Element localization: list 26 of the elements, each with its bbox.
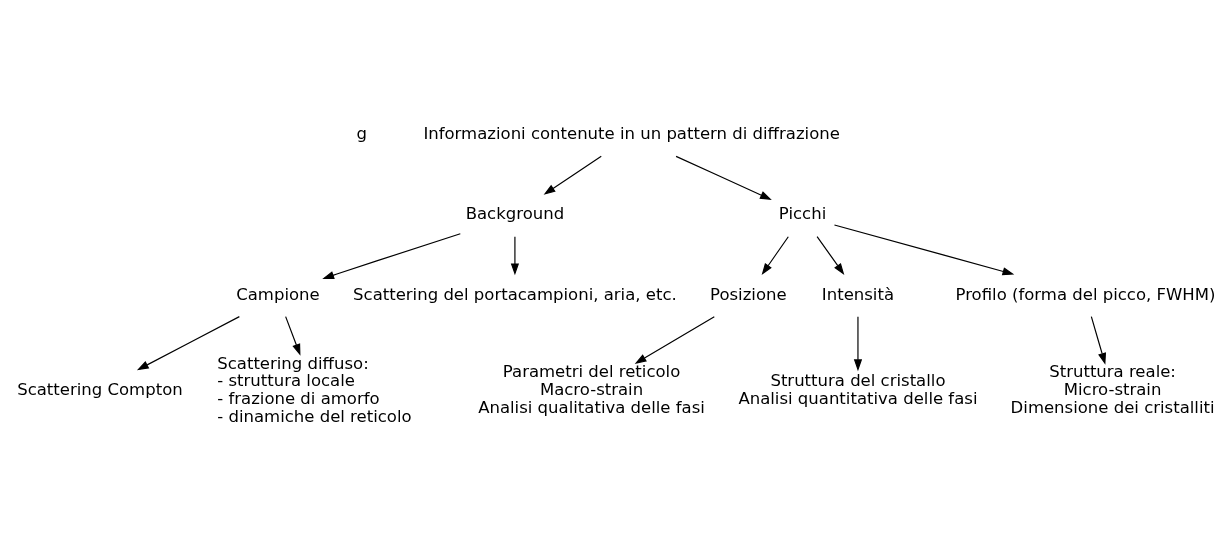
arrow <box>634 316 715 364</box>
node-text: Background <box>465 204 565 224</box>
arrow <box>675 155 772 200</box>
arrow <box>1090 316 1107 365</box>
arrow <box>136 316 240 371</box>
node-text: Campione <box>236 284 320 304</box>
node-text: Scattering diffuso: - struttura locale - frazione di amorfo - dinamiche del reticolo <box>217 353 412 426</box>
arrow <box>833 224 1015 276</box>
node-text: Informazioni contenute in un pattern di diffrazione <box>423 124 840 144</box>
arrow <box>853 316 863 372</box>
label: g <box>356 124 367 144</box>
node-text: Intensità <box>821 284 895 304</box>
arrow <box>543 155 602 195</box>
node-text: Posizione <box>710 284 787 304</box>
node-text: Scattering del portacampioni, aria, etc. <box>353 284 677 304</box>
node-text: Scattering Compton <box>17 380 183 400</box>
arrow <box>285 316 301 356</box>
arrow <box>510 236 520 276</box>
arrow <box>816 236 845 275</box>
arrow <box>761 236 789 275</box>
node-text: Profilo (forma del picco, FWHM) <box>955 284 1216 304</box>
arrow <box>322 233 461 280</box>
node-text: Struttura del cristallo Analisi quantitativa delle fasi <box>738 371 978 408</box>
node-text: Picchi <box>778 204 827 224</box>
node-text: Struttura reale: Micro-strain Dimensione dei cristalliti <box>1010 362 1215 417</box>
node-text: Parametri del reticolo Macro-strain Analisi qualitativa delle fasi <box>478 362 705 417</box>
